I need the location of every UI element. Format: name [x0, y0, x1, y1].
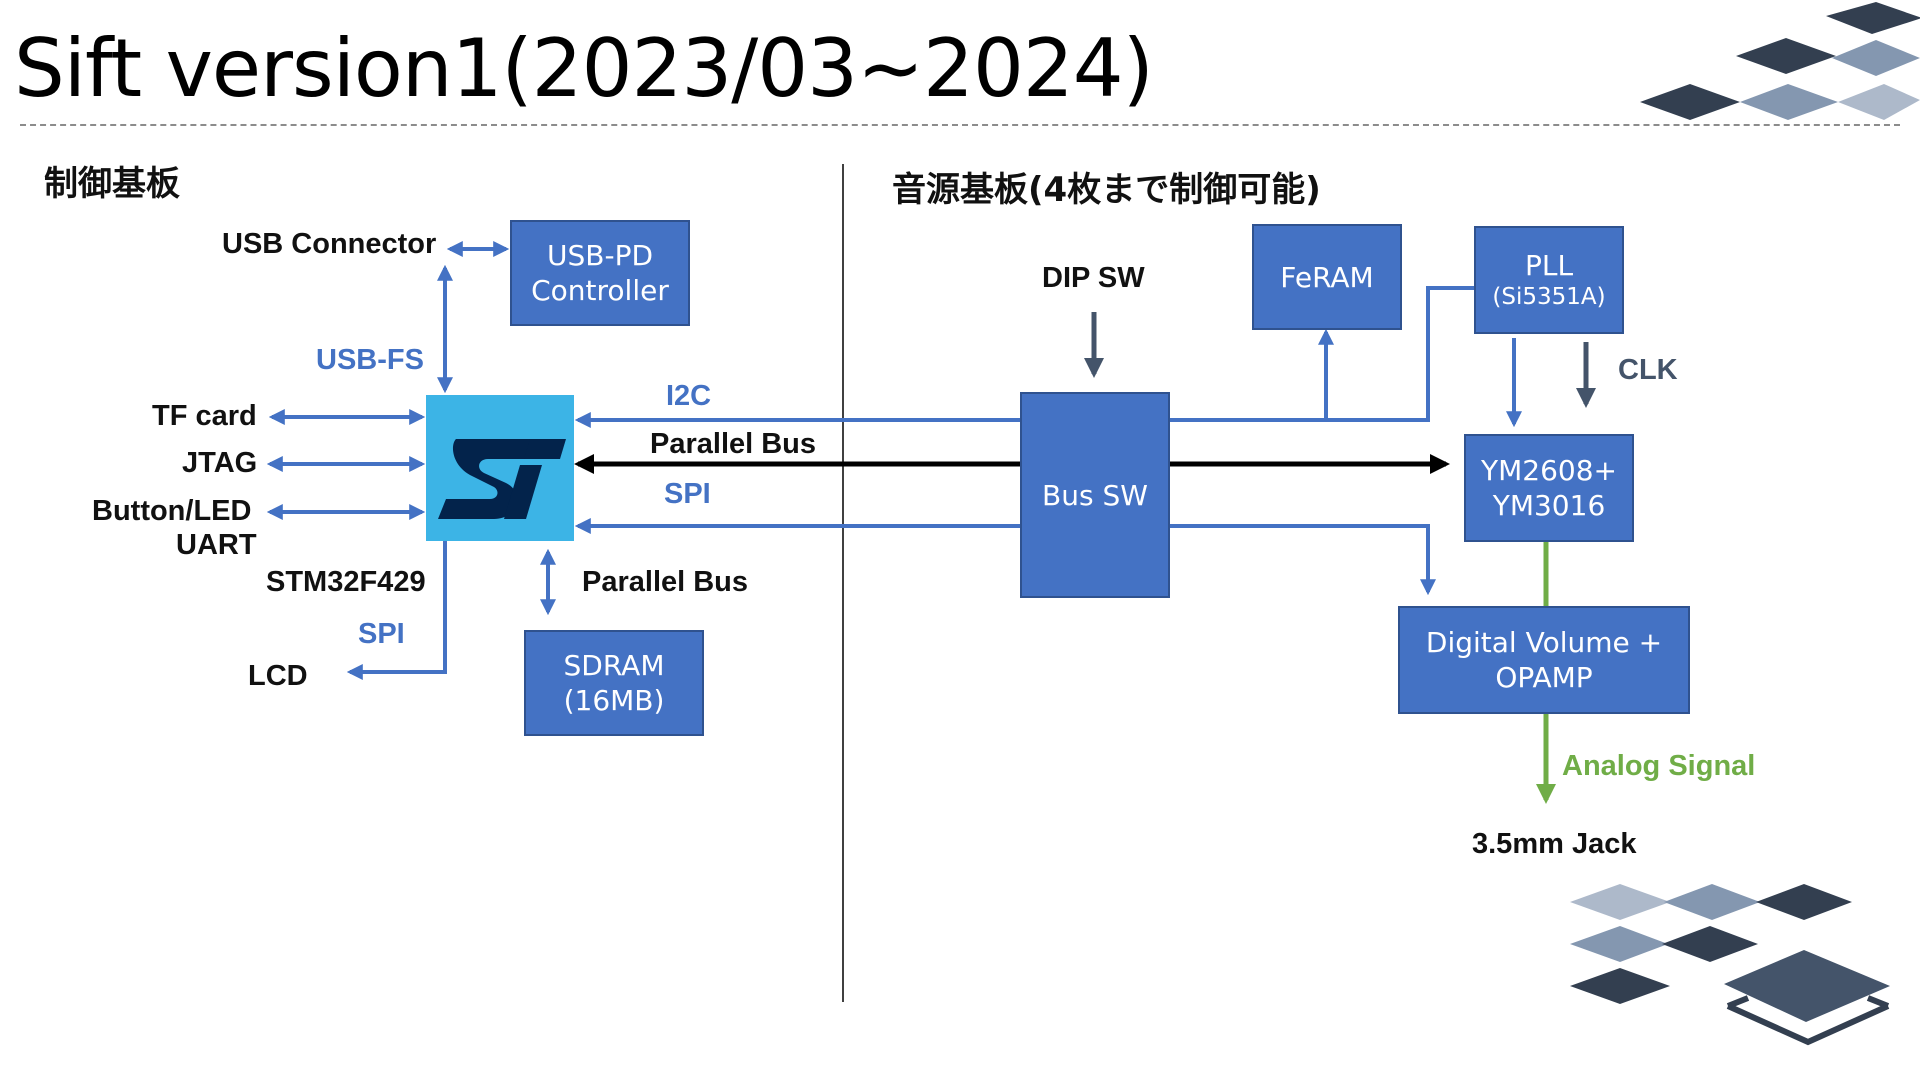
spi-dvol-link: [1170, 524, 1436, 596]
i2c-label: I2C: [666, 380, 712, 412]
usb-pd-line1: USB-PD: [546, 239, 654, 272]
pll-line2: (Si5351A): [1492, 284, 1606, 311]
parallel-bus-label: Parallel Bus: [650, 428, 817, 460]
uart-label: UART: [176, 529, 257, 561]
tf-card-label: TF card: [152, 400, 257, 432]
title-divider: [20, 124, 1900, 126]
digital-volume-block: Digital Volume + OPAMP: [1398, 606, 1690, 714]
ym-line1: YM2608+: [1481, 454, 1617, 487]
spi-lcd-label: SPI: [358, 618, 405, 650]
ym-line2: YM3016: [1492, 489, 1606, 522]
board-divider: [842, 164, 844, 1002]
parallel-bus-sdram-label: Parallel Bus: [582, 566, 749, 598]
mcu-block: [426, 395, 574, 541]
jack-label: 3.5mm Jack: [1472, 828, 1637, 860]
bus-sw-block: Bus SW: [1020, 392, 1170, 598]
sdram-block: SDRAM (16MB): [524, 630, 704, 736]
dvol-line1: Digital Volume +: [1425, 626, 1663, 659]
lcd-link: [346, 541, 447, 680]
feram-block: FeRAM: [1252, 224, 1402, 330]
bus-sw-label: Bus SW: [1042, 478, 1148, 512]
section-control-board: 制御基板: [44, 164, 180, 204]
feram-label: FeRAM: [1280, 260, 1374, 294]
jtag-label: JTAG: [182, 447, 258, 479]
page-title: Sift version1(2023/03~2024): [14, 22, 1154, 115]
usb-pd-line2: Controller: [531, 274, 669, 307]
usb-connector-label: USB Connector: [222, 228, 437, 260]
st-logo-icon: [438, 439, 566, 519]
usb-pd-block: USB-PD Controller: [510, 220, 690, 326]
clk-label: CLK: [1618, 354, 1678, 386]
pll-line1: PLL: [1524, 249, 1574, 283]
mcu-name-label: STM32F429: [266, 566, 426, 598]
sdram-line1: SDRAM: [563, 649, 665, 682]
ym-block: YM2608+ YM3016: [1464, 434, 1634, 542]
analog-signal-label: Analog Signal: [1562, 750, 1756, 782]
section-sound-board: 音源基板(4枚まで制御可能): [892, 170, 1321, 210]
usb-fs-label: USB-FS: [316, 344, 424, 376]
button-led-label: Button/LED: [92, 495, 252, 527]
pll-block: PLL (Si5351A): [1474, 226, 1624, 334]
lcd-label: LCD: [248, 660, 308, 692]
i2c-pll-link: [1170, 286, 1478, 422]
dip-sw-label: DIP SW: [1042, 262, 1145, 294]
dvol-line2: OPAMP: [1495, 661, 1593, 694]
sdram-line2: (16MB): [563, 684, 665, 717]
spi-label: SPI: [664, 478, 711, 510]
